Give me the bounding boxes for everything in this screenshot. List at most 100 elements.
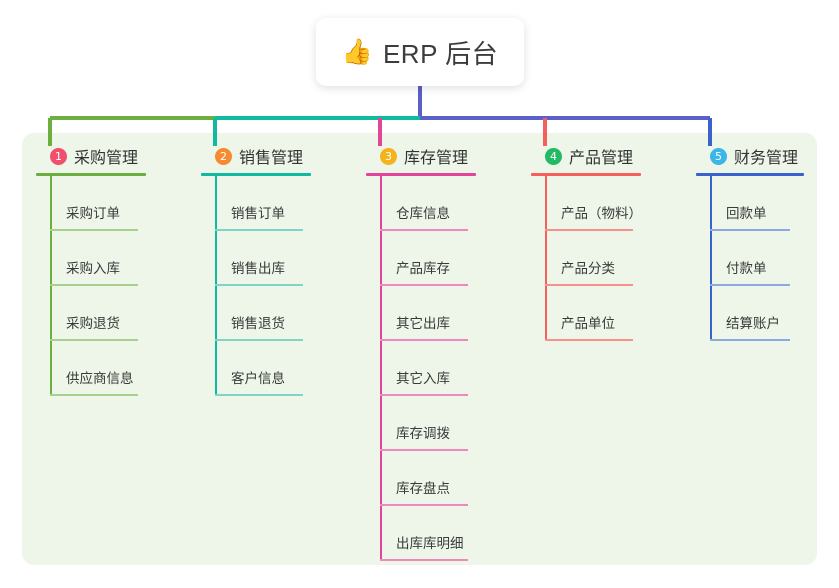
branch-item[interactable]: 采购订单 [50,176,191,231]
branch-item-rule [545,339,633,341]
branch-number-badge: 5 [710,147,727,165]
branch-items: 采购订单采购入库采购退货供应商信息 [36,176,191,396]
branch-item[interactable]: 产品单位 [545,286,686,341]
branch-item-rule [215,339,303,341]
branch-item-rule [50,229,138,231]
branch-header[interactable]: 1 采购管理 [36,144,191,168]
branch-spine [380,176,382,561]
branch-item-label: 采购退货 [66,316,120,331]
branch-item-rule [545,284,633,286]
branch-item-label: 仓库信息 [396,206,450,221]
branch-item-label: 付款单 [726,261,767,276]
branch-item-label: 产品分类 [561,261,615,276]
branch-item[interactable]: 采购入库 [50,231,191,286]
branch-items: 销售订单销售出库销售退货客户信息 [201,176,356,396]
branch-item-rule [50,284,138,286]
branch-item-label: 库存盘点 [396,481,450,496]
branch-item[interactable]: 回款单 [710,176,821,231]
branch-item-rule [380,284,468,286]
branch-item-rule [710,339,790,341]
branch-column: 5 财务管理回款单付款单结算账户 [696,144,821,341]
branch-item-rule [380,229,468,231]
branch-item-label: 供应商信息 [66,371,134,386]
branch-item-label: 回款单 [726,206,767,221]
branch-header-rule [366,173,476,176]
branch-item-label: 采购订单 [66,206,120,221]
branch-item-rule [380,339,468,341]
branch-item-label: 出库库明细 [396,536,464,551]
branch-item[interactable]: 出库库明细 [380,506,521,561]
branch-item-label: 库存调拨 [396,426,450,441]
branch-spine [50,176,52,396]
branch-title: 财务管理 [734,150,799,167]
branch-column: 2 销售管理销售订单销售出库销售退货客户信息 [201,144,356,396]
branch-item[interactable]: 结算账户 [710,286,821,341]
branch-number-badge: 4 [545,147,562,165]
branch-item[interactable]: 库存盘点 [380,451,521,506]
branch-item-label: 产品库存 [396,261,450,276]
branch-number-badge: 3 [380,147,397,165]
branch-title: 产品管理 [569,150,634,167]
branch-item[interactable]: 供应商信息 [50,341,191,396]
branch-item-rule [50,339,138,341]
branch-item-label: 产品单位 [561,316,615,331]
branch-item-label: 客户信息 [231,371,285,386]
branch-column: 3 库存管理仓库信息产品库存其它出库其它入库库存调拨库存盘点出库库明细 [366,144,521,561]
branch-item-rule [380,394,468,396]
branch-number-badge: 1 [50,147,67,165]
branch-item-rule [215,229,303,231]
branch-item[interactable]: 产品（物料） [545,176,686,231]
branch-header[interactable]: 4 产品管理 [531,144,686,168]
branch-item[interactable]: 客户信息 [215,341,356,396]
branch-item-label: 销售出库 [231,261,285,276]
branch-item-rule [710,229,790,231]
branch-item[interactable]: 其它入库 [380,341,521,396]
branch-item[interactable]: 销售退货 [215,286,356,341]
branch-item-label: 产品（物料） [561,206,642,221]
branch-item[interactable]: 产品库存 [380,231,521,286]
branch-item-label: 销售退货 [231,316,285,331]
branch-item-rule [710,284,790,286]
branch-title: 采购管理 [74,150,139,167]
branch-title: 销售管理 [239,150,304,167]
diagram-panel [22,133,817,565]
branch-header-rule [36,173,146,176]
branch-item-rule [380,449,468,451]
branch-spine [215,176,217,396]
branch-item[interactable]: 采购退货 [50,286,191,341]
branch-spine [545,176,547,341]
branch-spine [710,176,712,341]
branch-item-rule [215,394,303,396]
branch-item-label: 结算账户 [726,316,780,331]
root-node[interactable]: 👍 ERP 后台 [316,18,524,86]
branch-item-label: 销售订单 [231,206,285,221]
branch-column: 4 产品管理产品（物料） 产品分类产品单位 [531,144,686,341]
branch-column: 1 采购管理采购订单采购入库采购退货供应商信息 [36,144,191,396]
branch-header[interactable]: 5 财务管理 [696,144,821,168]
branch-item-label: 采购入库 [66,261,120,276]
root-node-title: ERP 后台 [382,38,499,69]
thumbs-up-icon: 👍 [341,37,373,66]
branch-header-rule [531,173,641,176]
branch-item-rule [545,229,633,231]
branch-item[interactable]: 仓库信息 [380,176,521,231]
branch-header-rule [696,173,804,176]
branch-item-label: 其它入库 [396,371,450,386]
branch-item[interactable]: 其它出库 [380,286,521,341]
branch-header-rule [201,173,311,176]
branch-item-rule [50,394,138,396]
branch-header[interactable]: 3 库存管理 [366,144,521,168]
branch-item-rule [380,504,468,506]
branch-item-rule [215,284,303,286]
branch-item[interactable]: 销售订单 [215,176,356,231]
branch-item[interactable]: 销售出库 [215,231,356,286]
branch-item[interactable]: 库存调拨 [380,396,521,451]
branch-item[interactable]: 产品分类 [545,231,686,286]
branch-items: 产品（物料） 产品分类产品单位 [531,176,686,341]
branch-header[interactable]: 2 销售管理 [201,144,356,168]
branch-number-badge: 2 [215,147,232,165]
branch-title: 库存管理 [404,150,469,167]
branch-items: 回款单付款单结算账户 [696,176,821,341]
branch-item[interactable]: 付款单 [710,231,821,286]
branch-item-rule [380,559,468,561]
